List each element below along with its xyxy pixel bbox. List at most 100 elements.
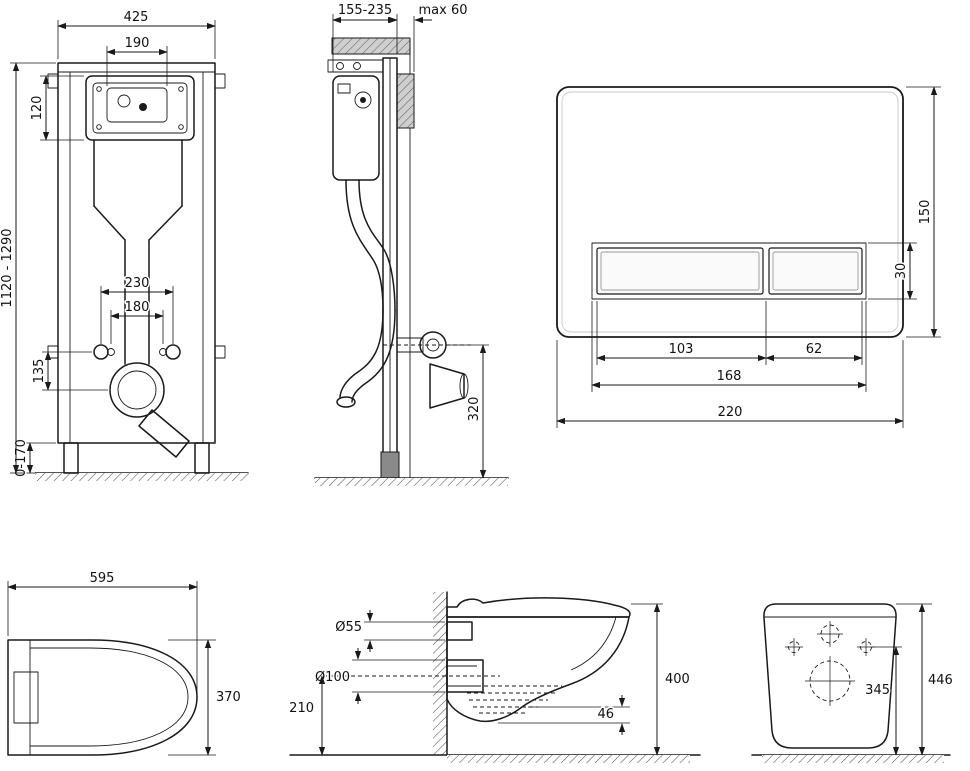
outlet-stub <box>396 337 424 353</box>
dim-210: 210 <box>288 675 326 756</box>
dim-220: 220 <box>556 340 904 428</box>
dim-150-label: 150 <box>918 200 933 225</box>
dim-230: 230 <box>100 275 174 344</box>
valve-circle <box>117 94 131 108</box>
dim-400-label: 400 <box>665 672 690 687</box>
frame-outline <box>57 62 216 444</box>
dim-220-label: 220 <box>718 405 743 420</box>
cistern <box>85 75 195 141</box>
dim-wall-max-label: max 60 <box>419 3 468 18</box>
bowl-rear-view: 345 446 <box>751 603 954 763</box>
flush-button-large <box>596 247 764 295</box>
access-window <box>106 87 168 123</box>
floor-hatch-bowl <box>447 755 690 763</box>
discharge-pipe <box>138 409 190 458</box>
dim-150: 150 <box>906 86 941 338</box>
bolt-hole-right <box>165 344 181 360</box>
dim-120-label: 120 <box>30 96 45 121</box>
dim-inlet-label: Ø55 <box>335 620 362 635</box>
seat-inner-contour <box>30 647 189 747</box>
bolt-hole-inner-left <box>107 348 115 356</box>
dim-62-label: 62 <box>806 342 823 357</box>
outlet-hole <box>805 656 855 706</box>
dim-30: 30 <box>868 242 917 300</box>
dim-425: 425 <box>57 9 216 59</box>
bowl-side-view: Ø55 Ø100 210 400 46 <box>288 591 701 763</box>
bolt-hole-left <box>93 344 109 360</box>
wall-hatch <box>433 592 447 755</box>
frame-side-view: 155-235 max 60 320 <box>314 2 509 486</box>
foot-block <box>380 451 400 479</box>
water-level-lines <box>467 685 562 714</box>
bowl-top-view: 595 370 <box>7 570 242 756</box>
dim-345: 345 <box>864 646 902 756</box>
fill-valve <box>354 91 372 109</box>
dim-180: 180 <box>110 299 164 344</box>
seat-lid-profile <box>446 597 631 618</box>
outlet-stub-side <box>446 659 484 693</box>
dim-wall-max: max 60 <box>379 2 469 72</box>
dim-30-label: 30 <box>894 263 909 280</box>
valve-dot <box>139 103 147 111</box>
mounting-box <box>13 671 39 724</box>
dim-320-label: 320 <box>467 397 482 422</box>
outlet-cone <box>429 363 465 409</box>
dim-height-label: 1120 - 1290 <box>0 228 15 307</box>
right-foot <box>194 442 210 474</box>
bolt-hole-inner-right <box>159 348 167 356</box>
flush-button-small <box>768 247 863 295</box>
bowl-rear-outline <box>763 603 897 749</box>
inlet-stub <box>446 621 473 641</box>
dim-425-label: 425 <box>124 10 149 25</box>
dim-outlet-label: Ø100 <box>315 670 350 685</box>
bend-outlet-opening <box>336 396 356 408</box>
bowl-profile <box>446 616 630 723</box>
dim-595: 595 <box>7 570 198 694</box>
bolt-hole-rear-left <box>785 638 803 656</box>
bowl-inner-rim <box>570 616 617 671</box>
dim-46-label: 46 <box>597 707 614 722</box>
right-wall-anchor <box>214 345 226 359</box>
dim-103: 103 <box>596 301 767 365</box>
dim-168: 168 <box>591 301 867 392</box>
dim-103-label: 103 <box>669 342 694 357</box>
flush-pipe <box>93 139 183 365</box>
dim-depth-label: 155-235 <box>338 3 392 18</box>
frame-front-view: 425 190 120 230 180 135 <box>0 9 249 481</box>
dim-180-label: 180 <box>125 300 150 315</box>
dim-inlet-dia: Ø55 <box>334 610 445 652</box>
dim-135: 135 <box>31 351 108 391</box>
plate-outline <box>556 86 904 338</box>
dim-62: 62 <box>765 301 863 365</box>
dim-190: 190 <box>106 35 168 86</box>
dim-370-label: 370 <box>216 690 241 705</box>
outlet-ring <box>109 362 165 418</box>
wall-top-section <box>331 37 411 55</box>
dim-446-label: 446 <box>928 673 953 688</box>
dim-400: 400 <box>631 603 691 756</box>
dim-168-label: 168 <box>717 369 742 384</box>
floor-hatch-side <box>315 478 508 486</box>
dim-446: 446 <box>896 603 954 756</box>
dim-46: 46 <box>498 695 630 735</box>
dim-320: 320 <box>447 344 489 479</box>
right-top-bracket <box>214 73 226 89</box>
floor-hatch-rear <box>762 755 944 763</box>
dim-230-label: 230 <box>125 276 150 291</box>
dim-height-range: 1120 - 1290 <box>0 62 56 474</box>
dim-feet-range: 0-170 <box>13 438 56 478</box>
flush-pipe-side <box>336 179 396 408</box>
button-recess <box>591 242 867 300</box>
dim-370: 370 <box>168 639 242 756</box>
wall-bracket <box>327 59 384 73</box>
left-foot <box>63 442 79 474</box>
dim-345-label: 345 <box>865 683 890 698</box>
dim-depth-range: 155-235 <box>332 2 398 72</box>
outlet-flange <box>419 331 447 359</box>
dim-120: 120 <box>29 75 84 141</box>
dim-135-label: 135 <box>32 359 47 384</box>
dim-595-label: 595 <box>90 571 115 586</box>
floor-hatch <box>35 473 248 481</box>
